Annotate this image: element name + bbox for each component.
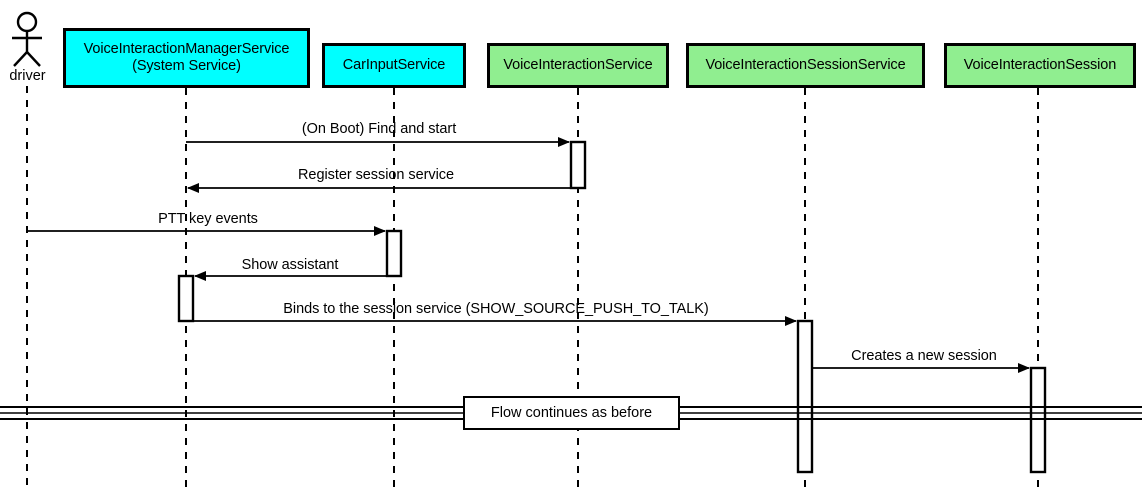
actor-driver-label: driver — [9, 68, 46, 84]
participant-box-voiceinteractionsessionservice[interactable]: VoiceInteractionSessionService — [686, 43, 925, 88]
participant-box-voiceinteractionservice[interactable]: VoiceInteractionService — [487, 43, 669, 88]
message-label-binds-to-session-service: Binds to the session service (SHOW_SOURC… — [283, 301, 709, 317]
activation-carinput — [385, 229, 403, 278]
message-label-register-session-service: Register session service — [298, 167, 454, 183]
message-label-creates-a-new-session: Creates a new session — [851, 348, 997, 364]
participant-box-carinputservice[interactable]: CarInputService — [322, 43, 466, 88]
message-label-ptt-key-events: PTT key events — [158, 211, 258, 227]
participant-box-voiceinteractionmanagerservice[interactable]: VoiceInteractionManagerService (System S… — [63, 28, 310, 88]
message-arrows — [27, 137, 1030, 373]
participant-box-voiceinteractionsession[interactable]: VoiceInteractionSession — [944, 43, 1136, 88]
message-label-on-boot-find-and-start: (On Boot) Find and start — [301, 121, 457, 137]
activation-viss — [796, 319, 814, 474]
flow-divider-note: Flow continues as before — [463, 396, 680, 430]
actor-driver-figure — [12, 11, 42, 67]
activation-vis — [569, 140, 587, 190]
message-label-show-assistant: Show assistant — [241, 257, 339, 273]
activation-vims — [177, 274, 195, 323]
